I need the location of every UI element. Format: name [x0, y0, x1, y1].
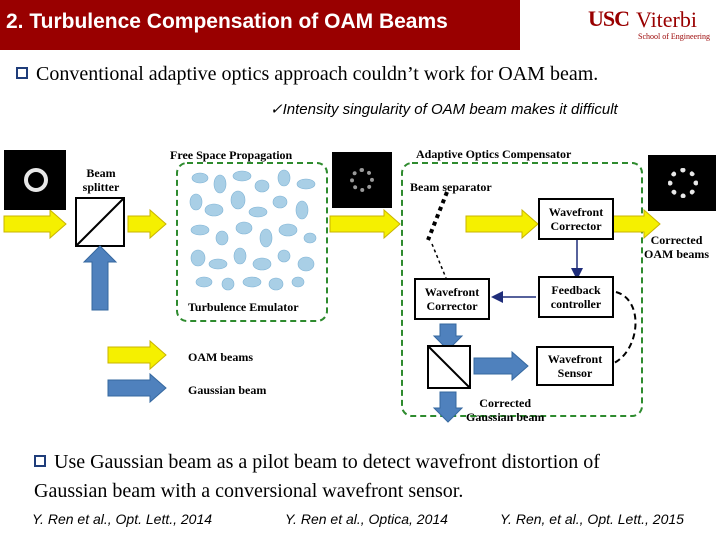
legend-oam-label: OAM beams	[188, 350, 253, 364]
wavefront-corrector-left-box: Wavefront Corrector	[414, 278, 490, 320]
reference-2: Y. Ren et al., Optica, 2014	[285, 511, 448, 527]
title-bar: 2. Turbulence Compensation of OAM Beams	[0, 0, 520, 50]
ao-compensator-label: Adaptive Optics Compensator	[416, 147, 572, 161]
page-title: 2. Turbulence Compensation of OAM Beams	[6, 10, 448, 33]
sub-bullet-intensity: ✓Intensity singularity of OAM beam makes…	[270, 100, 618, 118]
corrected-ring-icon	[668, 168, 698, 198]
usc-viterbi-logo: USC Viterbi School of Engineering	[588, 6, 718, 46]
oam-ring-icon	[24, 168, 48, 192]
beam-splitter-label: Beam splitter	[82, 166, 120, 194]
reference-3: Y. Ren, et al., Opt. Lett., 2015	[500, 511, 684, 527]
sub-bullet-text: Intensity singularity of OAM beam makes …	[282, 101, 618, 118]
wavefront-sensor-box: Wavefront Sensor	[536, 346, 614, 386]
turbulence-emulator-label: Turbulence Emulator	[188, 300, 299, 314]
gaussian-arrows	[82, 245, 529, 423]
bullet-gaussian-pilot: Use Gaussian beam as a pilot beam to det…	[34, 451, 600, 474]
checkbox-bullet-icon	[16, 67, 28, 79]
corrected-oam-thumbnail	[648, 155, 716, 211]
legend-gaussian-label: Gaussian beam	[188, 383, 267, 397]
corrected-gaussian-label: Corrected Gaussian beam	[466, 396, 545, 424]
distorted-ring-icon	[350, 168, 374, 192]
checkmark-icon: ✓	[270, 101, 283, 118]
logo-viterbi-text: Viterbi	[636, 7, 697, 32]
corrected-oam-label: Corrected OAM beams	[644, 233, 709, 261]
logo-usc-text: USC	[588, 6, 630, 31]
beam-separator-label: Beam separator	[410, 180, 492, 194]
ao-dashed-box	[401, 162, 643, 417]
feedback-controller-box: Feedback controller	[538, 276, 614, 318]
bullet-conventional: Conventional adaptive optics approach co…	[16, 63, 598, 86]
distorted-oam-thumbnail	[332, 152, 392, 208]
checkbox-bullet-icon	[34, 455, 46, 467]
logo-school-text: School of Engineering	[638, 32, 710, 41]
turbulence-blobs	[189, 169, 317, 291]
bullet-conventional-text: Conventional adaptive optics approach co…	[36, 63, 599, 85]
bullet-gaussian-line1: Use Gaussian beam as a pilot beam to det…	[54, 451, 600, 473]
header: 2. Turbulence Compensation of OAM Beams …	[0, 0, 720, 50]
oam-input-thumbnail	[4, 150, 66, 210]
oam-arrows	[3, 208, 661, 371]
beam-separator-line	[426, 191, 449, 241]
wavefront-corrector-top-box: Wavefront Corrector	[538, 198, 614, 240]
bullet-gaussian-line2: Gaussian beam with a conversional wavefr…	[34, 480, 464, 502]
free-space-label: Free Space Propagation	[170, 148, 293, 162]
reference-1: Y. Ren et al., Opt. Lett., 2014	[32, 511, 213, 527]
free-space-dashed-box	[176, 162, 328, 322]
feedback-loop	[611, 291, 637, 365]
